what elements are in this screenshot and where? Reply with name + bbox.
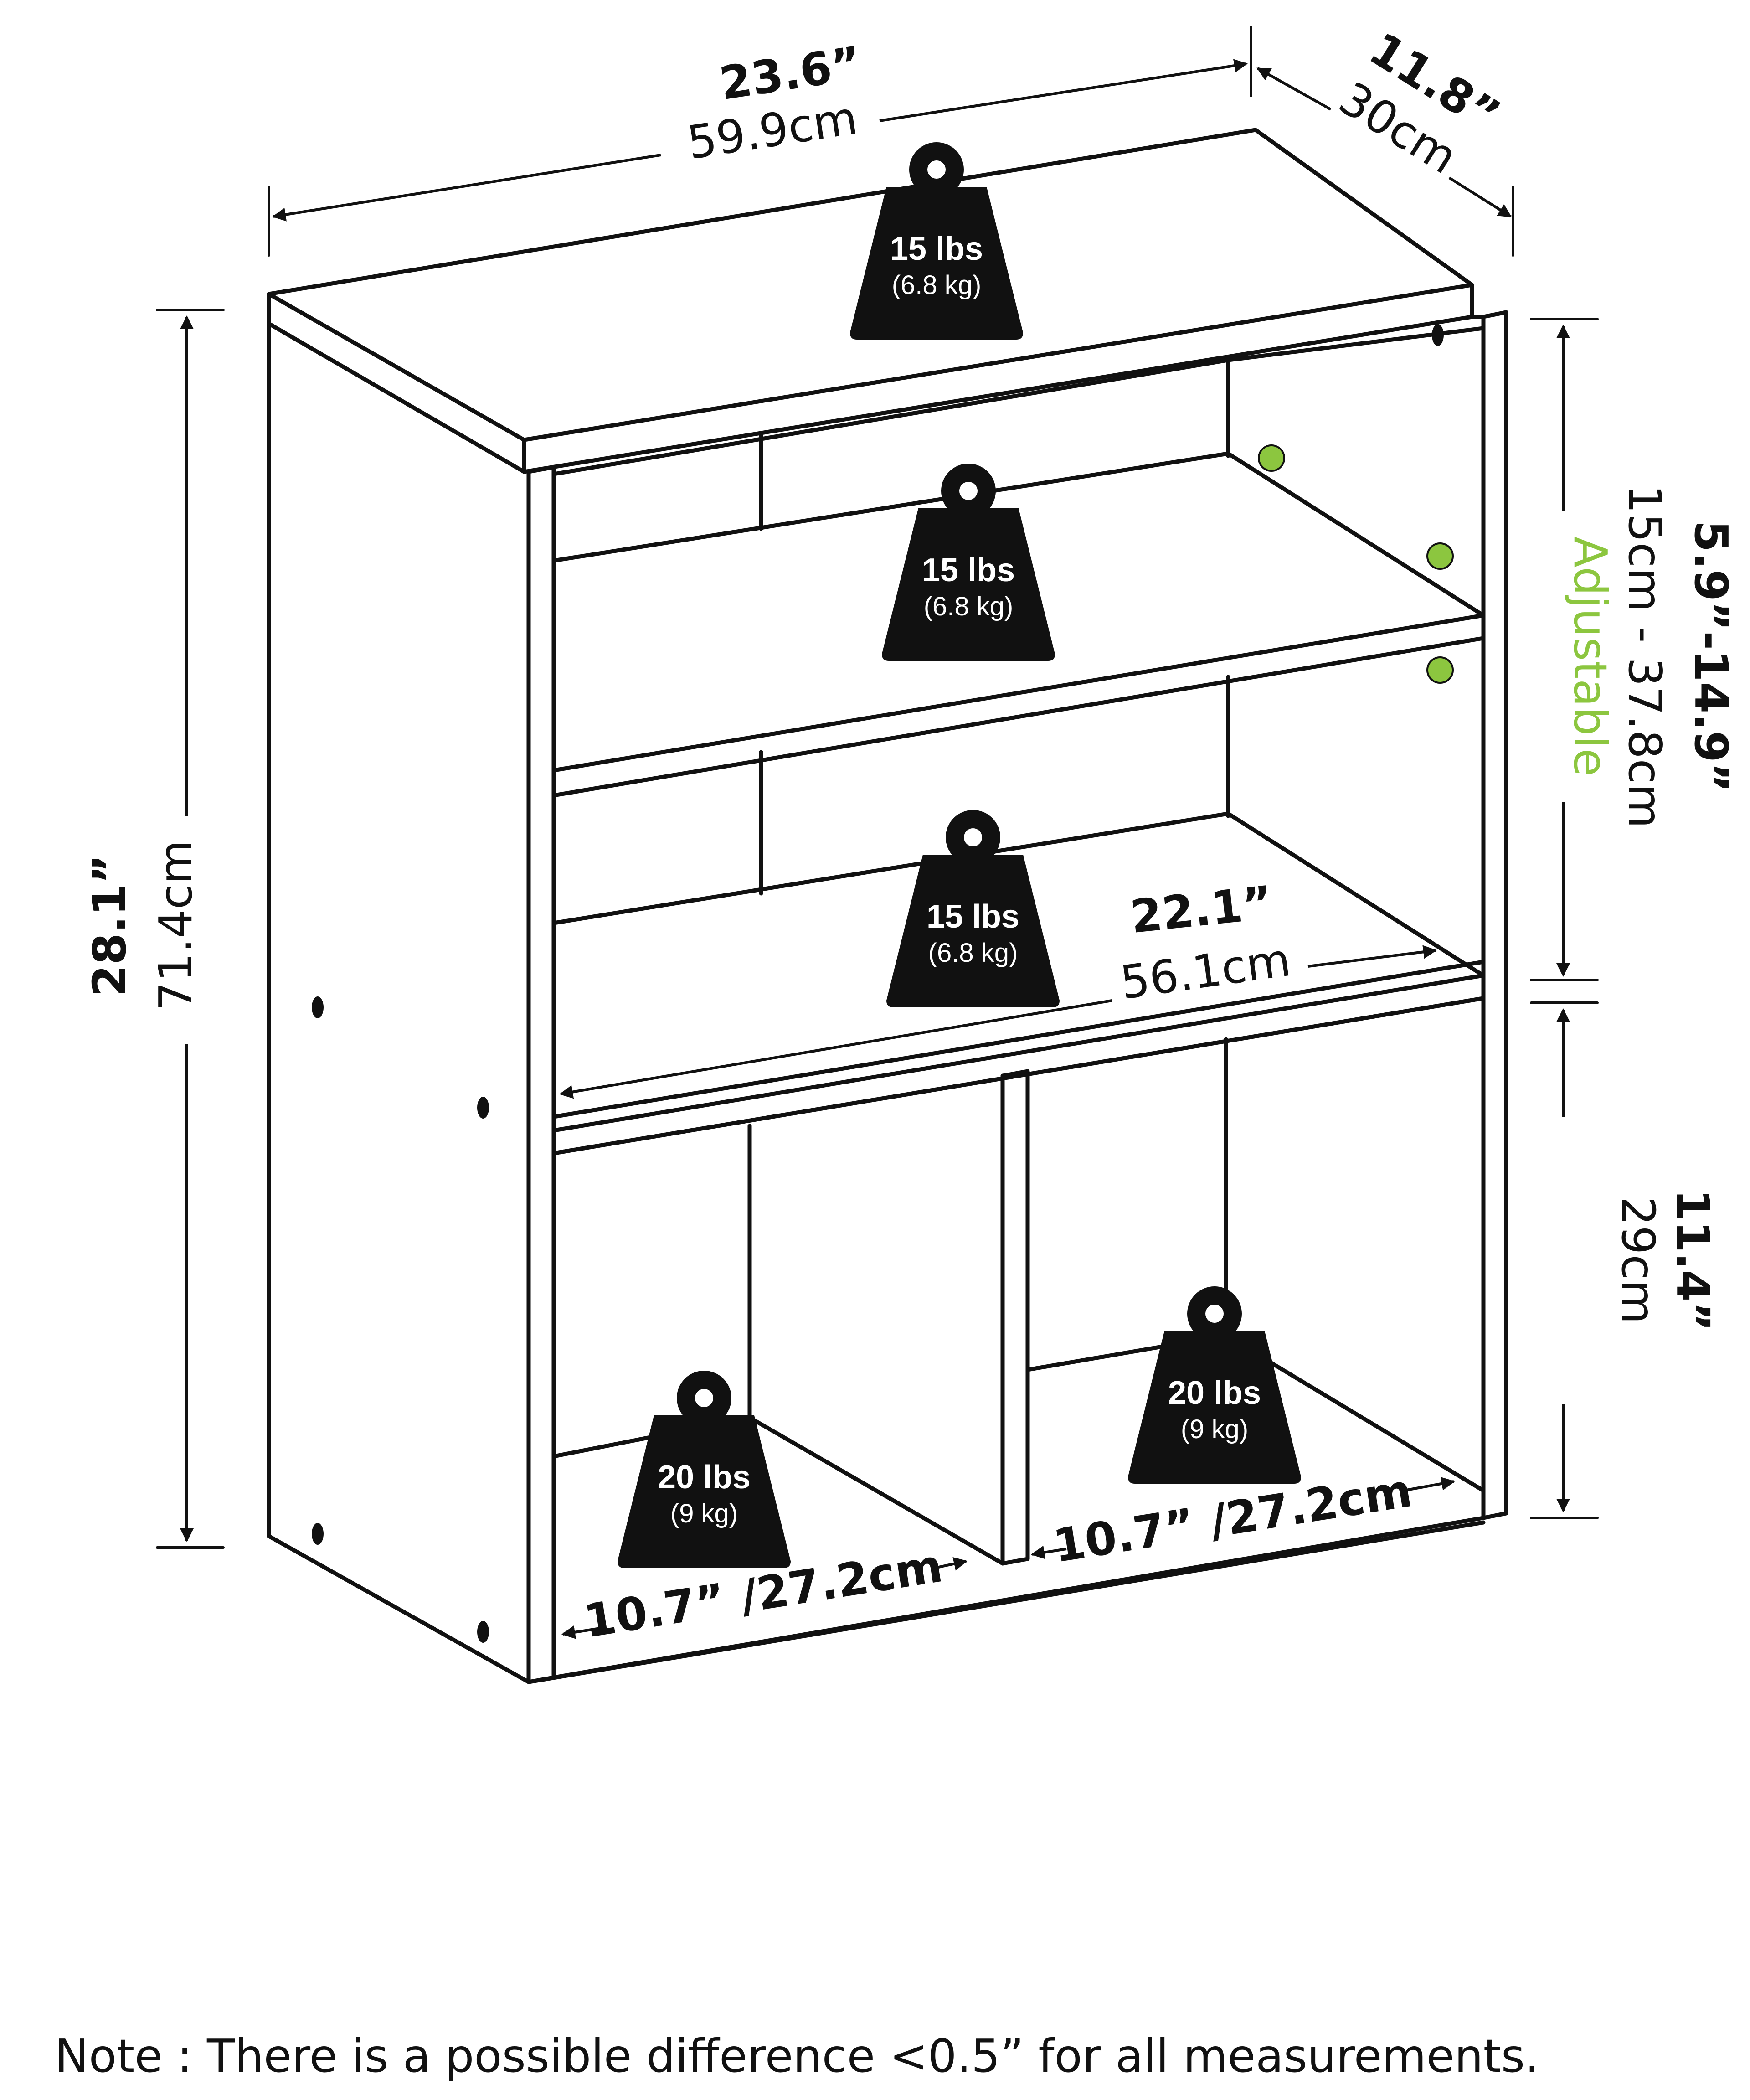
- adjustable-inches: 5.9”-14.9”: [1684, 521, 1738, 793]
- weight-lbs: 15 lbs: [890, 231, 983, 267]
- lower-cube-height-dimension: 29cm 11.4”: [1530, 1008, 1719, 1519]
- weight-lbs: 20 lbs: [1168, 1375, 1261, 1411]
- shelf-pin: [1426, 656, 1454, 684]
- weight-icon-top: 15 lbs (6.8 kg): [850, 142, 1023, 340]
- cam-bolt: [477, 1621, 489, 1643]
- shelf-width-inches: 22.1”: [1128, 876, 1275, 944]
- weight-lbs: 20 lbs: [658, 1459, 751, 1496]
- measurement-note: Note : There is a possible difference <0…: [55, 2029, 1539, 2083]
- weight-icon-cube-right: 20 lbs (9 kg): [1128, 1286, 1301, 1484]
- adjustable-shelf-upper: [551, 451, 1486, 798]
- weight-icon-shelf-lower: 15 lbs (6.8 kg): [886, 810, 1060, 1007]
- bookcase: [267, 128, 1508, 1684]
- weight-icon-cube-left: 20 lbs (9 kg): [618, 1371, 791, 1568]
- shelf-pin: [1426, 542, 1454, 570]
- cam-bolt: [312, 996, 324, 1018]
- weight-lbs: 15 lbs: [926, 898, 1019, 935]
- weight-icon-shelf-upper: 15 lbs (6.8 kg): [882, 464, 1055, 661]
- weight-kg: (6.8 kg): [892, 270, 982, 300]
- height-inches: 28.1”: [83, 854, 136, 996]
- depth-dimension: 11.8” 30cm: [1256, 22, 1514, 257]
- fixed-shelf: [551, 960, 1486, 1156]
- adjustable-range-dimension: Adjustable 15cm - 37.8cm 5.9”-14.9”: [1530, 318, 1738, 1004]
- left-side-panel: [267, 321, 531, 1684]
- height-dimension: 28.1” 71.4cm: [83, 309, 225, 1549]
- weight-kg: (9 kg): [670, 1499, 738, 1528]
- width-dimension: 23.6” 59.9cm: [268, 26, 1252, 257]
- cam-bolt: [312, 1523, 324, 1545]
- weight-kg: (9 kg): [1181, 1414, 1248, 1444]
- cube-divider: [1000, 1069, 1030, 1566]
- lower-cube-centimeters: 29cm: [1611, 1197, 1665, 1324]
- shelf-pin: [1258, 444, 1285, 472]
- weight-lbs: 15 lbs: [922, 552, 1015, 588]
- weight-kg: (6.8 kg): [924, 592, 1014, 621]
- adjustable-centimeters: 15cm - 37.8cm: [1618, 485, 1672, 828]
- cam-bolt: [1432, 324, 1444, 346]
- cam-bolt: [477, 1097, 489, 1119]
- height-centimeters: 71.4cm: [149, 840, 202, 1011]
- right-side-panel: [1481, 310, 1508, 1520]
- adjustable-label: Adjustable: [1564, 537, 1617, 777]
- weight-kg: (6.8 kg): [928, 938, 1018, 968]
- lower-cube-inches: 11.4”: [1666, 1189, 1719, 1331]
